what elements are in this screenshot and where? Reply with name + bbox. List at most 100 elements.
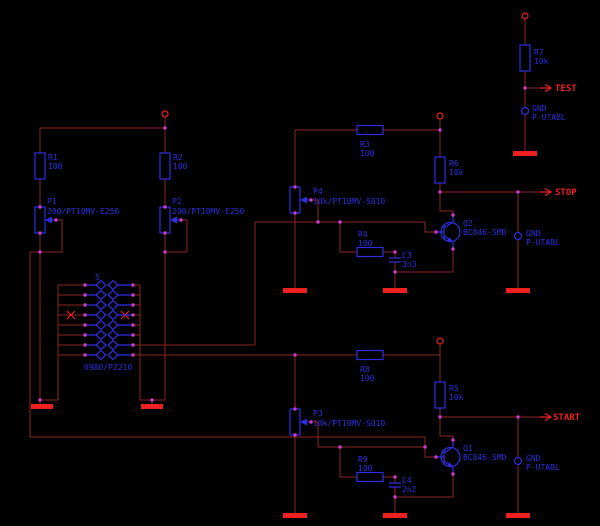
emitter-arrow-icon [447, 237, 453, 242]
resistor-r8[interactable]: R8 100 [356, 349, 384, 384]
arrow-right-icon[interactable] [540, 83, 553, 93]
resistor-r4[interactable]: R4 100 [356, 230, 384, 258]
s1-value-label: 0980/PZ210 [84, 363, 132, 372]
gnd-symbol[interactable] [513, 151, 537, 156]
p2-name-label: P2 [172, 197, 182, 206]
resistor-body[interactable] [434, 381, 446, 409]
r2-name-label: R2 [173, 153, 183, 162]
signal-stop[interactable]: STOP [540, 187, 577, 198]
cross-icon [66, 310, 130, 320]
pad3-name-label: GND [526, 454, 541, 463]
p2-value-label: 200/PT10MV-E250 [172, 207, 244, 216]
q1-value-label: BC846-SMD [463, 453, 507, 462]
pot-wiper-arrow-icon [170, 216, 177, 224]
connector-s[interactable]: S 0980/PZ210 [84, 273, 133, 372]
gnd-symbol[interactable] [283, 513, 307, 518]
r6-value-label: 10k [449, 168, 464, 177]
p3-name-label: P3 [313, 409, 323, 418]
pad1-value-label: P-UTABL [532, 113, 566, 122]
capacitor-plates[interactable] [389, 482, 401, 488]
gnd-symbol[interactable] [506, 288, 530, 293]
gnd-symbol[interactable] [141, 404, 163, 409]
gnd-symbols[interactable] [31, 151, 537, 518]
c4-value-label: 2n2 [402, 485, 417, 494]
supply-pin[interactable] [161, 110, 169, 118]
resistor-body[interactable] [434, 156, 446, 184]
connector-pins [85, 284, 133, 356]
signal-label-stop: STOP [555, 188, 577, 198]
resistor-body[interactable] [159, 152, 171, 180]
r3-value-label: 100 [360, 149, 375, 158]
gnd-symbol[interactable] [31, 404, 53, 409]
signal-start[interactable]: START [540, 412, 581, 423]
pad-stop[interactable]: GND P-UTABL [513, 229, 560, 247]
supply-pin[interactable] [436, 337, 444, 345]
r2-value-label: 100 [173, 162, 188, 171]
pad-body[interactable] [520, 106, 530, 116]
r8-name-label: R8 [360, 365, 370, 374]
gnd-symbol[interactable] [383, 288, 407, 293]
resistor-r5[interactable]: R5 10k [434, 381, 464, 409]
supply-pins[interactable] [161, 12, 529, 345]
signal-test[interactable]: TEST [540, 83, 577, 94]
p1-name-label: P1 [47, 197, 57, 206]
r8-value-label: 100 [360, 374, 375, 383]
pad2-value-label: P-UTABL [526, 238, 560, 247]
signal-label-start: START [553, 413, 581, 423]
resistor-body[interactable] [34, 152, 46, 180]
resistor-body[interactable] [356, 246, 384, 258]
resistor-body[interactable] [356, 124, 384, 136]
pot-wiper-arrow-icon [300, 418, 307, 426]
gnd-symbol[interactable] [283, 288, 307, 293]
pad-body[interactable] [513, 456, 523, 466]
transistor-q1[interactable]: Q1 BC846-SMD [436, 440, 507, 474]
c3-value-label: 3n3 [402, 260, 417, 269]
r5-value-label: 10k [449, 393, 464, 402]
gnd-symbol[interactable] [506, 513, 530, 518]
r5-name-label: R5 [449, 384, 459, 393]
resistor-r3[interactable]: R3 100 [356, 124, 384, 159]
p4-name-label: P4 [313, 187, 323, 196]
pad-test[interactable]: GND P-UTABL [520, 104, 566, 122]
r3-name-label: R3 [360, 140, 370, 149]
net-wires-left[interactable] [29, 117, 425, 438]
r4-name-label: R4 [358, 230, 368, 239]
transistor-q2[interactable]: Q2 BC846-SMD [436, 215, 507, 249]
capacitor-plates[interactable] [389, 257, 401, 263]
resistor-body[interactable] [356, 349, 384, 361]
r1-value-label: 100 [48, 162, 63, 171]
p4-value-label: 10k/PT10MV-S010 [313, 197, 385, 206]
transistor-pins [436, 440, 454, 474]
no-connect-marks [66, 310, 130, 320]
resistor-body[interactable] [356, 471, 384, 483]
resistor-r2[interactable]: R2 100 [159, 152, 188, 180]
junction-dots [38, 86, 527, 499]
supply-pin[interactable] [521, 12, 529, 20]
capacitor-c4[interactable]: C4 2n2 [389, 476, 417, 494]
q2-name-label: Q2 [463, 219, 473, 228]
resistor-body[interactable] [519, 44, 531, 72]
pot-wiper-arrow-icon [300, 196, 307, 204]
arrow-right-icon[interactable] [540, 412, 553, 422]
pad-body[interactable] [513, 231, 523, 241]
r1-name-label: R1 [48, 153, 58, 162]
s1-name-label: S [95, 273, 100, 282]
capacitor-c3[interactable]: C3 3n3 [389, 251, 417, 269]
c4-name-label: C4 [402, 476, 412, 485]
gnd-symbol[interactable] [383, 513, 407, 518]
connector-contacts[interactable] [95, 279, 119, 361]
supply-pin[interactable] [436, 112, 444, 120]
pad-start[interactable]: GND P-UTABL [513, 454, 560, 472]
net-wires-start[interactable] [294, 344, 540, 513]
r9-name-label: R9 [358, 455, 368, 464]
resistor-r1[interactable]: R1 100 [34, 152, 63, 180]
resistor-r6[interactable]: R6 10k [434, 156, 464, 184]
transistor-pins [436, 215, 454, 249]
arrow-right-icon[interactable] [540, 187, 553, 197]
r4-value-label: 100 [358, 239, 373, 248]
resistor-r9[interactable]: R9 100 [356, 455, 384, 483]
resistor-r7[interactable]: R7 10k [519, 44, 549, 72]
